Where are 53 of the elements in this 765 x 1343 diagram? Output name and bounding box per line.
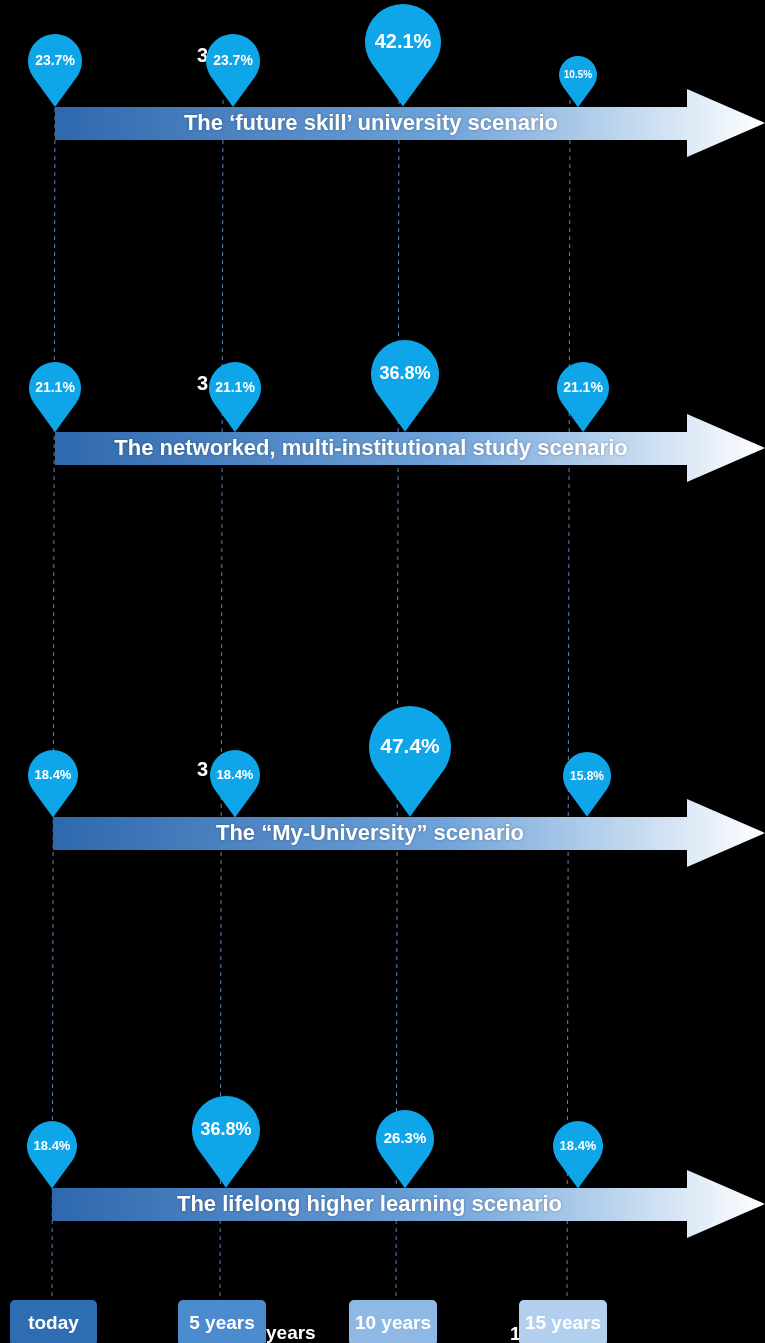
time-label-box [519,1300,607,1343]
scenario-arrow [55,89,765,157]
text-fragment: 3 [197,372,209,395]
map-pin-marker [29,361,81,432]
time-label: 15 years [523,1312,603,1334]
percentage-value: 21.1% [34,379,76,396]
map-pin-marker [563,752,611,817]
map-pin-marker [209,361,261,432]
scenario-title: The lifelong higher learning scenario [175,1191,564,1217]
map-pin-marker [28,749,78,817]
scenario-arrow [55,414,765,482]
text-fragment: years [266,1322,316,1343]
percentage-value: 21.1% [214,379,256,396]
percentage-value: 36.8% [378,363,432,385]
percentage-value: 21.1% [562,379,604,396]
percentage-value: 18.4% [558,1137,598,1153]
percentage-value: 26.3% [382,1129,428,1147]
map-pin-marker [559,55,597,107]
percentage-value: 18.4% [33,766,73,782]
text-fragment: 3 [197,44,209,67]
time-label-box [349,1300,437,1343]
percentage-value: 47.4% [379,734,441,759]
map-pin-marker [210,749,260,817]
text-fragment: 1 [510,1323,521,1343]
map-pin-marker [192,1096,260,1188]
time-label-box [178,1300,266,1343]
map-pin-marker [27,1120,77,1188]
map-pin-marker [365,4,441,107]
map-pin-marker [553,1120,603,1188]
scenario-arrow [53,799,765,867]
scenario-title: The networked, multi-institutional study scenario [113,435,629,461]
scenario-title: The ‘future skill’ university scenario [182,110,560,136]
map-pin-marker [206,34,260,107]
map-pin-marker [557,361,609,432]
time-label-box [10,1300,97,1343]
scenario-title: The “My-University” scenario [214,820,526,846]
percentage-value: 10.5% [562,68,594,80]
map-pin-marker [376,1109,434,1188]
percentage-value: 18.4% [32,1137,72,1153]
percentage-value: 23.7% [34,52,76,69]
text-fragment: 3 [197,758,209,781]
percentage-value: 36.8% [199,1119,253,1141]
percentage-value: 23.7% [212,52,254,69]
scenario-arrow [52,1170,765,1238]
map-pin-marker [369,706,451,817]
time-label: 10 years [353,1312,433,1334]
map-pin-marker [371,340,439,432]
percentage-value: 18.4% [215,766,255,782]
time-label: today [27,1312,80,1334]
percentage-value: 42.1% [373,30,433,54]
map-pin-marker [28,34,82,107]
time-label: 5 years [188,1312,256,1334]
percentage-value: 15.8% [569,768,605,783]
